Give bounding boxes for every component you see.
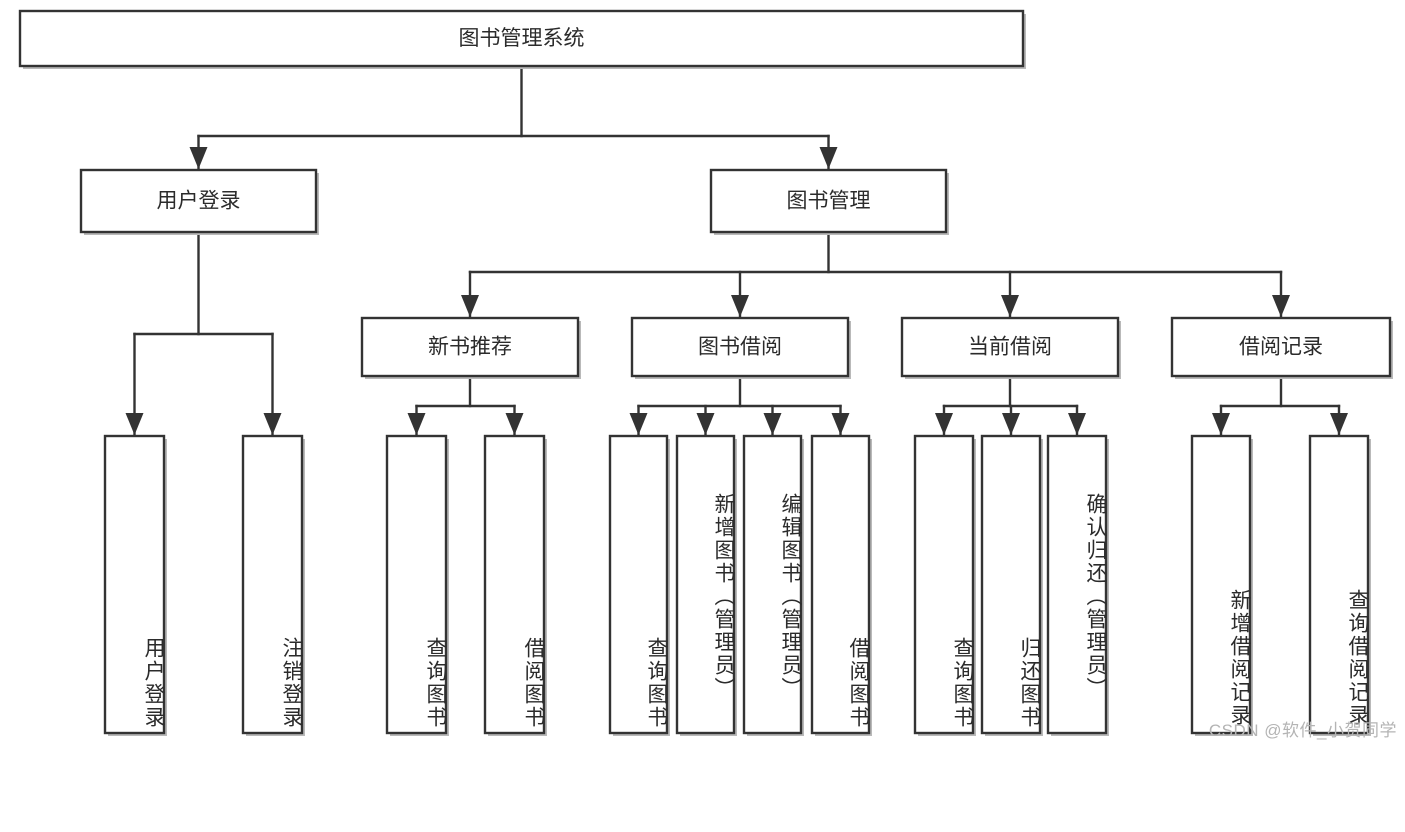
leaf-node-box-4[interactable]	[608, 434, 669, 735]
arrow-head-l2-1	[819, 147, 838, 169]
level3-node-box-3-label: 借阅记录	[1239, 336, 1323, 359]
arrow-head-leaf-4-1	[1330, 413, 1348, 435]
arrow-head-leaf-2-3	[831, 413, 850, 435]
leaf-node-box-0[interactable]	[103, 434, 166, 735]
leaf-node-box-2[interactable]	[385, 434, 448, 735]
arrow-head-l3-2	[1001, 295, 1019, 317]
root-node-box-label: 图书管理系统	[459, 27, 585, 50]
arrow-head-leaf-2-2	[763, 413, 782, 435]
leaf-node-box-11[interactable]	[1190, 434, 1252, 735]
level3-node-box-2-label: 当前借阅	[968, 336, 1052, 359]
diagram-root: 图书管理系统用户登录图书管理新书推荐图书借阅当前借阅借阅记录 用户登录注销登录查…	[18, 9, 1397, 740]
leaf-node-box-5[interactable]	[675, 434, 736, 735]
level3-node-box-1[interactable]	[630, 316, 850, 378]
level3-node-box-1-label: 图书借阅	[698, 336, 782, 359]
arrow-head-leaf-3-1	[1002, 413, 1020, 435]
level2-node-box-0[interactable]	[79, 168, 318, 234]
arrow-head-l3-3	[1272, 295, 1290, 317]
leaf-node-box-8[interactable]	[913, 434, 975, 735]
leaf-node-box-3[interactable]	[483, 434, 546, 735]
arrow-head-leaf-4-0	[1212, 413, 1230, 435]
edges-layer	[125, 64, 1348, 436]
level3-node-box-0[interactable]	[360, 316, 580, 378]
watermark-text: CSDN @软件_小贺同学	[1208, 721, 1397, 740]
level2-node-box-1-label: 图书管理	[787, 190, 871, 213]
arrow-head-leaf-3-2	[1068, 413, 1086, 435]
arrow-head-leaf-1-0	[407, 413, 426, 435]
arrow-head-leaf-2-1	[696, 413, 715, 435]
leaf-node-box-9[interactable]	[980, 434, 1042, 735]
level3-node-box-2[interactable]	[900, 316, 1120, 378]
arrow-head-leaf-1-1	[505, 413, 524, 435]
arrow-head-l3-1	[731, 295, 749, 317]
arrow-head-leaf-2-0	[629, 413, 648, 435]
arrow-head-l2-0	[189, 147, 208, 169]
leaf-node-box-6[interactable]	[742, 434, 803, 735]
arrow-head-leaf-0-0	[125, 413, 144, 435]
arrow-head-leaf-0-1	[263, 413, 282, 435]
leaf-node-box-7[interactable]	[810, 434, 871, 735]
leaf-node-box-10[interactable]	[1046, 434, 1108, 735]
leaf-node-box-12[interactable]	[1308, 434, 1370, 735]
arrow-head-l3-0	[461, 295, 479, 317]
root-node-box[interactable]	[18, 9, 1025, 68]
arrow-head-leaf-3-0	[935, 413, 953, 435]
level2-node-box-0-label: 用户登录	[157, 190, 241, 213]
leaf-node-box-1[interactable]	[241, 434, 304, 735]
level3-node-box-0-label: 新书推荐	[428, 336, 512, 359]
level2-node-box-1[interactable]	[709, 168, 948, 234]
level3-node-box-3[interactable]	[1170, 316, 1392, 378]
